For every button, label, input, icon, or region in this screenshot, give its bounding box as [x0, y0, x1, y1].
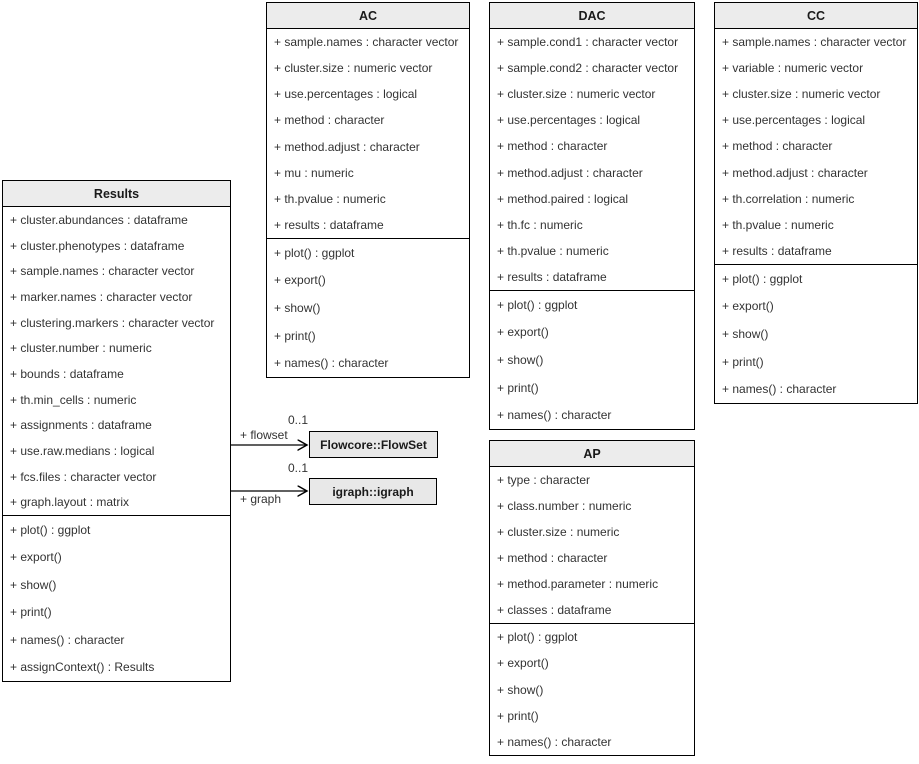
member-row: + cluster.number : numeric	[10, 341, 152, 356]
member-row: + plot() : ggplot	[497, 297, 578, 312]
member-row: + th.correlation : numeric	[722, 191, 855, 206]
class-cc-attributes: + sample.names : character vector + varia…	[715, 29, 917, 264]
class-cc: CC + sample.names : character vector + va…	[714, 2, 918, 404]
class-results-title: Results	[3, 181, 230, 207]
member-row: + cluster.abundances : dataframe	[10, 212, 188, 227]
class-ap-attributes: + type : character + class.number : numer…	[490, 467, 694, 623]
class-ap-title: AP	[490, 441, 694, 467]
association-multiplicity-graph: 0..1	[288, 461, 309, 475]
class-dac-title: DAC	[490, 3, 694, 29]
class-ac-methods: + plot() : ggplot + export() + show() + pri…	[267, 238, 469, 377]
member-row: + cluster.size : numeric	[497, 525, 620, 539]
class-ac: AC + sample.names : character vector + cl…	[266, 2, 470, 378]
class-igraph-igraph: igraph::igraph	[309, 478, 437, 505]
member-row: + names() : character	[10, 632, 125, 647]
member-row: + print()	[497, 708, 539, 723]
member-row: + plot() : ggplot	[10, 522, 91, 537]
member-row: + results : dataframe	[722, 243, 832, 258]
member-row: + method : character	[497, 139, 608, 154]
member-row: + marker.names : character vector	[10, 289, 193, 304]
member-row: + bounds : dataframe	[10, 366, 124, 381]
member-row: + variable : numeric vector	[722, 61, 864, 76]
member-row: + plot() : ggplot	[722, 271, 803, 286]
class-cc-methods: + plot() : ggplot + export() + show() + pri…	[715, 264, 917, 403]
class-results-attributes: + cluster.abundances : dataframe + cluste…	[3, 207, 230, 515]
member-row: + results : dataframe	[274, 217, 384, 232]
member-row: + print()	[10, 605, 52, 620]
member-row: + sample.names : character vector	[10, 264, 195, 279]
member-row: + use.percentages : logical	[274, 87, 418, 102]
member-row: + method.adjust : character	[497, 165, 643, 180]
member-row: + graph.layout : matrix	[10, 495, 130, 510]
member-row: + method : character	[722, 139, 833, 154]
member-row: + export()	[274, 273, 326, 288]
member-row: + type : character	[497, 473, 591, 487]
class-dac-attributes: + sample.cond1 : character vector + sampl…	[490, 29, 694, 290]
member-row: + plot() : ggplot	[497, 630, 578, 645]
member-row: + clustering.markers : character vector	[10, 315, 215, 330]
member-row: + class.number : numeric	[497, 499, 632, 513]
member-row: + sample.names : character vector	[722, 35, 907, 50]
member-row: + sample.cond1 : character vector	[497, 35, 679, 50]
class-ap-methods: + plot() : ggplot + export() + show() + pri…	[490, 623, 694, 755]
member-row: + print()	[274, 328, 316, 343]
member-row: + cluster.size : numeric vector	[722, 87, 881, 102]
member-row: + export()	[722, 299, 774, 314]
member-row: + export()	[497, 325, 549, 340]
class-ap: AP + type : character + class.number : nu…	[489, 440, 695, 756]
association-multiplicity-flowset: 0..1	[288, 413, 309, 427]
class-results-methods: + plot() : ggplot + export() + show() + pri…	[3, 515, 230, 681]
member-row: + method.adjust : character	[274, 139, 420, 154]
member-row: + method.paired : logical	[497, 191, 629, 206]
member-row: + th.fc : numeric	[497, 217, 583, 232]
member-row: + classes : dataframe	[497, 603, 612, 617]
member-row: + show()	[722, 326, 769, 341]
member-row: + assignContext() : Results	[10, 660, 155, 675]
member-row: + method.parameter : numeric	[497, 577, 659, 591]
class-ac-attributes: + sample.names : character vector + clust…	[267, 29, 469, 238]
member-row: + cluster.size : numeric vector	[274, 61, 433, 76]
member-row: + th.pvalue : numeric	[722, 217, 834, 232]
member-row: + show()	[274, 300, 321, 315]
member-row: + th.pvalue : numeric	[274, 191, 386, 206]
member-row: + show()	[10, 577, 57, 592]
member-row: + names() : character	[497, 408, 612, 423]
member-row: + export()	[497, 656, 549, 671]
member-row: + names() : character	[497, 734, 612, 749]
member-row: + plot() : ggplot	[274, 245, 355, 260]
member-row: + use.raw.medians : logical	[10, 443, 155, 458]
member-row: + use.percentages : logical	[722, 113, 866, 128]
association-label-graph: + graph	[240, 492, 282, 506]
member-row: + method : character	[497, 551, 608, 565]
association-label-flowset: + flowset	[240, 428, 288, 442]
member-row: + show()	[497, 682, 544, 697]
member-row: + export()	[10, 550, 62, 565]
member-row: + th.min_cells : numeric	[10, 392, 137, 407]
class-flowcore-flowset: Flowcore::FlowSet	[309, 431, 438, 458]
class-dac-methods: + plot() : ggplot + export() + show() + pri…	[490, 290, 694, 429]
member-row: + mu : numeric	[274, 165, 354, 180]
member-row: + use.percentages : logical	[497, 113, 641, 128]
member-row: + cluster.phenotypes : dataframe	[10, 238, 185, 253]
member-row: + print()	[722, 354, 764, 369]
member-row: + results : dataframe	[497, 269, 607, 284]
member-row: + fcs.files : character vector	[10, 469, 157, 484]
member-row: + show()	[497, 352, 544, 367]
member-row: + names() : character	[274, 356, 389, 371]
class-ac-title: AC	[267, 3, 469, 29]
member-row: + cluster.size : numeric vector	[497, 87, 656, 102]
class-cc-title: CC	[715, 3, 917, 29]
member-row: + sample.cond2 : character vector	[497, 61, 679, 76]
member-row: + assignments : dataframe	[10, 418, 152, 433]
member-row: + method.adjust : character	[722, 165, 868, 180]
member-row: + method : character	[274, 113, 385, 128]
class-results: Results + cluster.abundances : dataframe…	[2, 180, 231, 682]
member-row: + print()	[497, 380, 539, 395]
class-dac: DAC + sample.cond1 : character vector+ s…	[489, 2, 695, 430]
member-row: + names() : character	[722, 382, 837, 397]
member-row: + sample.names : character vector	[274, 35, 459, 50]
member-row: + th.pvalue : numeric	[497, 243, 609, 258]
